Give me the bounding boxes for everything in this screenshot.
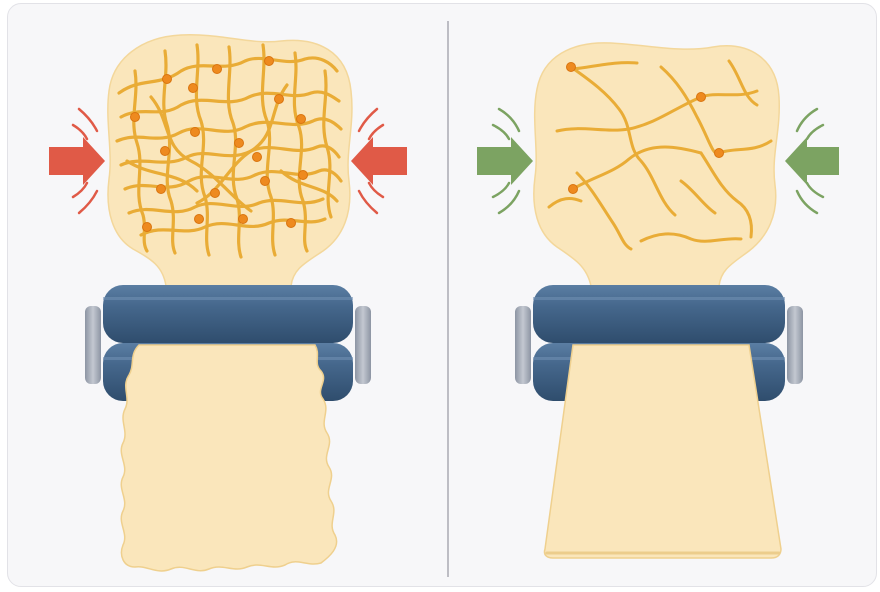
right-smooth-dough-sheet xyxy=(544,345,781,558)
right-top-roller xyxy=(533,285,785,343)
left-compression-arrow-left xyxy=(49,109,105,213)
right-roller-frame-right xyxy=(787,306,803,384)
left-compression-arrow-right xyxy=(351,109,407,213)
left-top-roller xyxy=(103,285,353,343)
right-roller-frame-left xyxy=(515,306,531,384)
right-compression-arrow-left xyxy=(477,109,533,213)
diagram-frame xyxy=(7,3,877,587)
left-roller-frame-right xyxy=(355,306,371,384)
left-roller-frame-left xyxy=(85,306,101,384)
left-panel xyxy=(49,35,407,571)
left-torn-dough-sheet xyxy=(121,345,336,571)
right-dough-ball xyxy=(534,43,779,286)
right-panel xyxy=(477,43,839,558)
dough-sheeting-diagram xyxy=(7,3,877,587)
right-compression-arrow-right xyxy=(785,109,839,213)
